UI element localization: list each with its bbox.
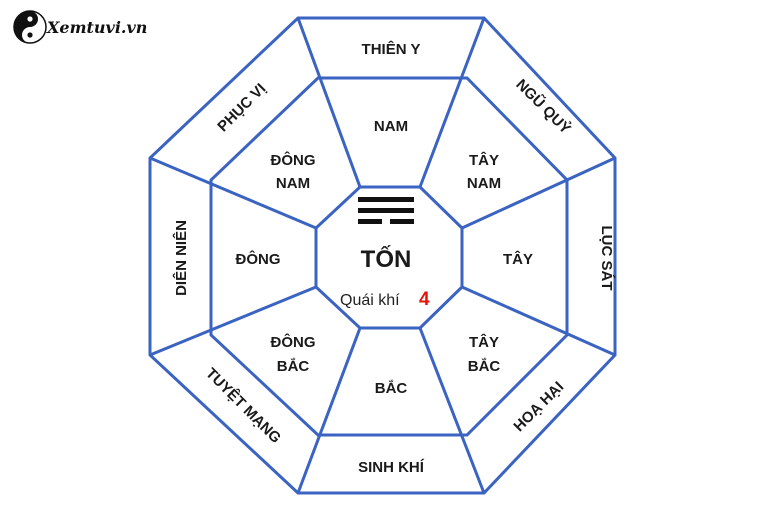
inner-nam: NAM <box>374 118 408 135</box>
inner-dong-nam-line1: ĐÔNG <box>271 151 316 169</box>
inner-dong-bac-line2: BẮC <box>277 357 310 375</box>
center-subtitle: Quái khí <box>340 292 400 309</box>
outer-hoa-hai: HOẠ HẠI <box>510 378 567 435</box>
inner-dong-bac-line1: ĐÔNG <box>271 333 316 351</box>
yin-yang-icon <box>13 10 47 44</box>
inner-tay-bac-line2: BẮC <box>468 357 501 375</box>
center-number: 4 <box>419 289 430 310</box>
inner-tay-nam-line1: TÂY <box>469 151 499 169</box>
outer-tuyet-mang: TUYỆT MẠNG <box>202 364 285 447</box>
site-logo: Xemtuvi.vn <box>13 10 147 44</box>
site-name: Xemtuvi.vn <box>46 18 147 37</box>
octagon-lines <box>148 16 617 495</box>
inner-tay: TÂY <box>503 250 533 268</box>
inner-bac: BẮC <box>375 379 408 397</box>
inner-tay-bac-line1: TÂY <box>469 333 499 351</box>
outer-dien-nien: DIÊN NIÊN <box>172 220 190 296</box>
center-name: TỐN <box>361 245 412 273</box>
inner-tay-nam-line2: NAM <box>467 175 501 192</box>
inner-dong-nam-line2: NAM <box>276 175 310 192</box>
outer-sinh-khi: SINH KHÍ <box>358 459 425 476</box>
trigram-ton-icon <box>358 197 414 224</box>
inner-dong: ĐÔNG <box>236 250 281 268</box>
outer-luc-sat: LỤC SÁT <box>598 226 615 291</box>
middle-octagon <box>209 76 569 437</box>
outer-thien-y: THIÊN Y <box>362 40 421 58</box>
